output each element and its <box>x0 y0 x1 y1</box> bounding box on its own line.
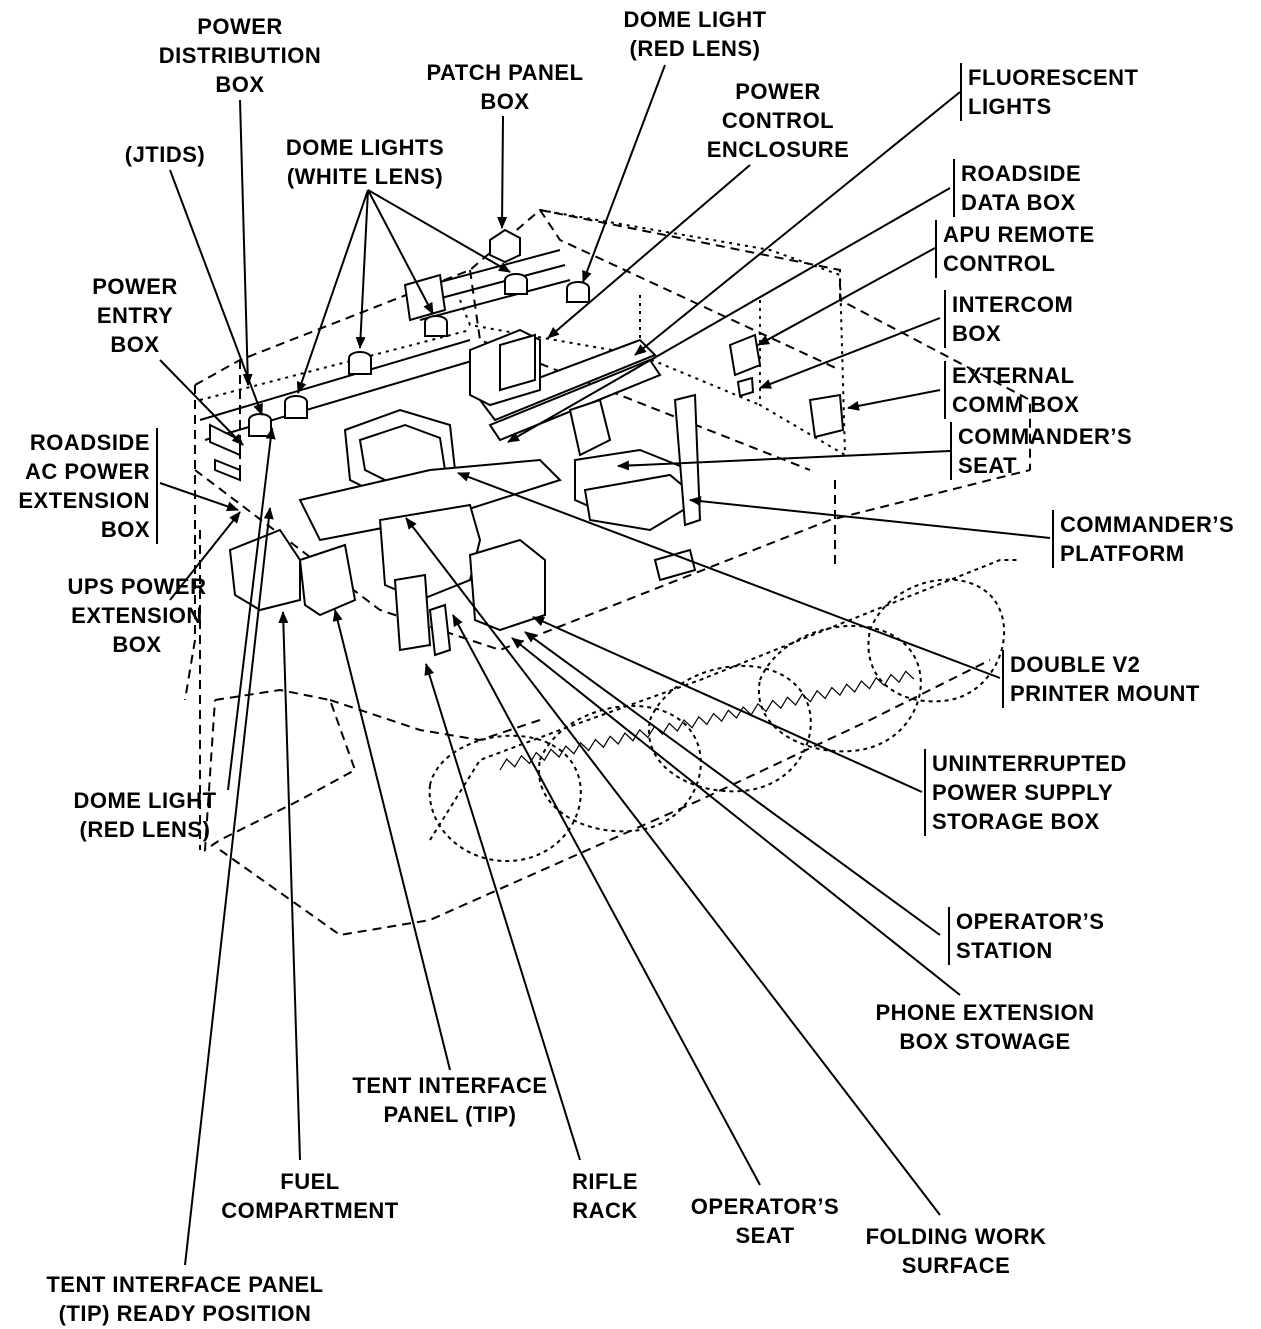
label-power-entry-box: POWER ENTRY BOX <box>92 274 178 357</box>
label-commanders-platform: COMMANDER’S PLATFORM <box>1052 510 1234 568</box>
label-intercom-box: INTERCOM BOX <box>944 290 1073 348</box>
label-apu-remote-control: APU REMOTE CONTROL <box>935 220 1095 278</box>
label-dome-lights-white: DOME LIGHTS (WHITE LENS) <box>285 135 445 189</box>
label-dome-light-red-left: DOME LIGHT (RED LENS) <box>73 788 217 842</box>
label-phone-extension-box-stowage: PHONE EXTENSION BOX STOWAGE <box>875 1000 1095 1054</box>
label-power-control-enclosure: POWER CONTROL ENCLOSURE <box>706 79 850 162</box>
label-folding-work-surface: FOLDING WORK SURFACE <box>865 1224 1047 1278</box>
label-fluorescent-lights: FLUORESCENT LIGHTS <box>960 63 1139 121</box>
label-ups-storage-box: UNINTERRUPTED POWER SUPPLY STORAGE BOX <box>924 749 1127 836</box>
label-fuel-compartment: FUEL COMPARTMENT <box>221 1169 399 1223</box>
dome-lights <box>248 273 590 437</box>
label-roadside-data-box: ROADSIDE DATA BOX <box>953 159 1081 217</box>
label-double-v2-printer-mount: DOUBLE V2 PRINTER MOUNT <box>1002 650 1200 708</box>
label-tip-ready-position: TENT INTERFACE PANEL (TIP) READY POSITIO… <box>46 1272 324 1326</box>
label-patch-panel-box: PATCH PANEL BOX <box>426 60 584 114</box>
label-tent-interface-panel: TENT INTERFACE PANEL (TIP) <box>352 1073 548 1127</box>
label-commanders-seat: COMMANDER’S SEAT <box>950 422 1132 480</box>
vehicle-body-outline <box>184 208 1031 937</box>
label-dome-light-red-top: DOME LIGHT (RED LENS) <box>623 7 767 61</box>
label-jtids: (JTIDS) <box>124 142 206 167</box>
leader-lines <box>159 64 1051 1266</box>
track-outline <box>428 559 1020 863</box>
label-operators-station: OPERATOR’S STATION <box>948 907 1104 965</box>
label-ups-power-extension-box: UPS POWER EXTENSION BOX <box>67 574 207 657</box>
track-tread <box>499 670 915 771</box>
label-external-comm-box: EXTERNAL COMM BOX <box>944 361 1079 419</box>
label-power-distribution-box: POWER DISTRIBUTION BOX <box>158 14 322 97</box>
label-roadside-ac-power-extension-box: ROADSIDE AC POWER EXTENSION BOX <box>10 428 158 544</box>
label-operators-seat: OPERATOR’S SEAT <box>690 1194 840 1248</box>
label-rifle-rack: RIFLE RACK <box>571 1169 639 1223</box>
